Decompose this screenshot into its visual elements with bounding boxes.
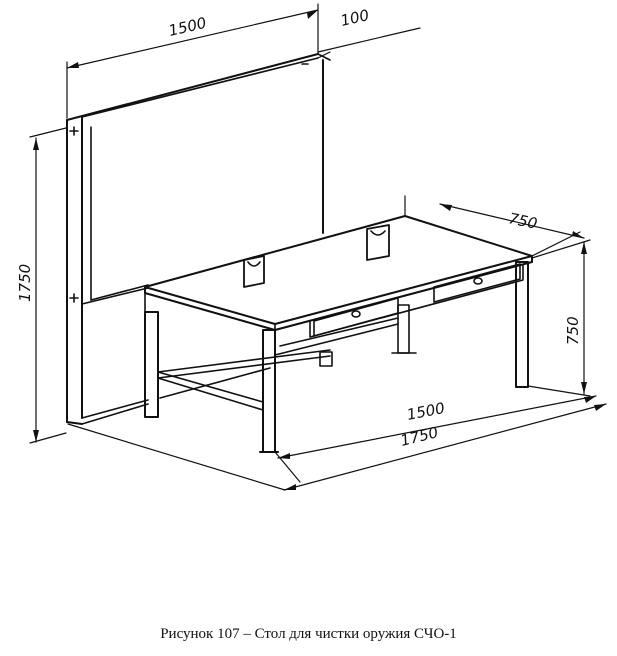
dim-panel-height: 1750 [16, 264, 34, 302]
dim-table-width: 1500 [405, 399, 446, 424]
dimension-arrows [33, 10, 606, 490]
weapon-rest-right [366, 224, 390, 261]
dim-overall-width: 1750 [399, 423, 440, 450]
technical-drawing: 1500 100 1750 750 750 1500 1750 [16, 3, 607, 491]
drawer-left [313, 297, 399, 337]
figure-caption: Рисунок 107 – Стол для чистки оружия СЧО… [160, 626, 457, 642]
lower-stretcher [157, 317, 399, 411]
back-panel [66, 53, 331, 425]
leg-front-right [515, 261, 529, 388]
dim-table-height: 750 [564, 316, 582, 345]
dim-panel-width: 1500 [167, 14, 208, 40]
dim-panel-depth: 100 [339, 6, 371, 30]
table [144, 215, 533, 453]
leg-back-middle [391, 304, 417, 354]
dimension-lines [29, 3, 607, 491]
drawer-right [433, 263, 521, 303]
weapon-rest-left [243, 255, 265, 288]
dim-table-depth: 750 [507, 209, 539, 233]
leg-back-left [144, 311, 159, 418]
leg-front-left [259, 329, 279, 453]
